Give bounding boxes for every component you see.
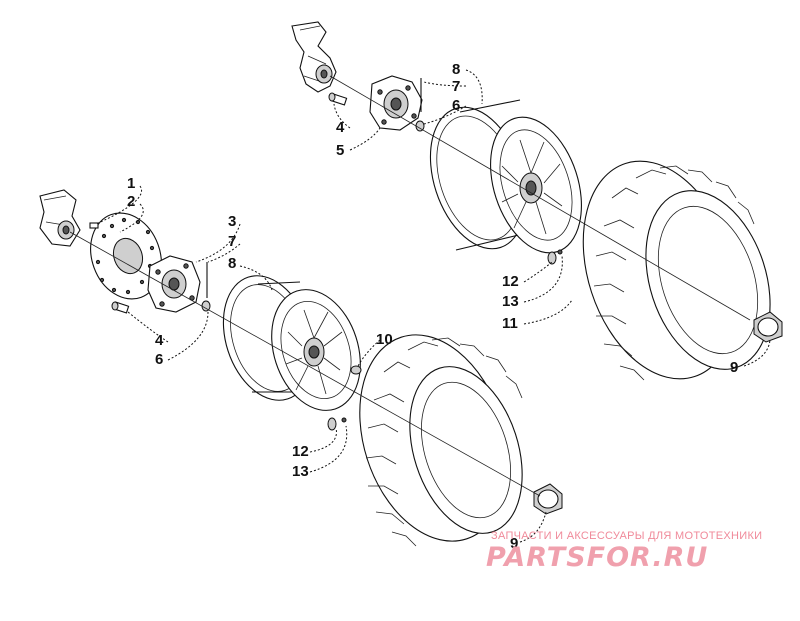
watermark-tagline: ЗАПЧАСТИ И АКСЕССУАРЫ ДЛЯ МОТОТЕХНИКИ xyxy=(491,530,763,542)
leader-lines xyxy=(95,69,771,543)
callout-7-lower: 7 xyxy=(228,233,236,250)
lower-hub-cap xyxy=(533,483,563,515)
callout-6-upper: 6 xyxy=(452,97,460,114)
lower-knuckle xyxy=(39,189,81,247)
callout-13-upper: 13 xyxy=(502,293,519,310)
callout-5: 5 xyxy=(336,142,344,159)
lower-disc-bolt xyxy=(89,222,99,229)
callout-3: 3 xyxy=(228,213,236,230)
lower-hub xyxy=(147,255,201,313)
callout-8-lower: 8 xyxy=(228,255,236,272)
callout-6-lower: 6 xyxy=(155,351,163,368)
lower-rim xyxy=(222,275,361,411)
callout-7-upper: 7 xyxy=(452,78,460,95)
upper-valve-stem xyxy=(547,249,563,265)
upper-rim xyxy=(429,99,582,254)
upper-hub xyxy=(369,75,423,131)
callout-4-upper: 4 xyxy=(336,119,345,136)
upper-knuckle xyxy=(291,21,337,93)
callout-11: 11 xyxy=(502,315,518,332)
lower-lug-nut xyxy=(201,300,211,312)
callout-9-lower: 9 xyxy=(510,535,518,552)
assembly-axis-lines xyxy=(69,75,751,497)
callout-13-lower: 13 xyxy=(292,463,309,480)
callout-labels: 1 2 3 7 8 4 6 10 12 13 9 8 7 6 4 5 12 13… xyxy=(127,61,738,552)
callout-12-upper: 12 xyxy=(502,273,519,290)
upper-hub-cap xyxy=(753,311,783,343)
callout-4-lower: 4 xyxy=(155,332,164,349)
lower-valve-10 xyxy=(350,365,362,375)
lower-stud xyxy=(111,301,130,314)
watermark-logo: PARTSFOR.RU xyxy=(486,542,709,573)
lower-brake-disc xyxy=(90,212,162,300)
callout-10: 10 xyxy=(376,331,393,348)
callout-1: 1 xyxy=(127,175,135,192)
upper-tire xyxy=(582,160,771,381)
callout-12-lower: 12 xyxy=(292,443,309,460)
lower-tire xyxy=(359,334,523,547)
callout-2: 2 xyxy=(127,193,135,210)
lower-valve-stem xyxy=(327,417,347,431)
callout-8-upper: 8 xyxy=(452,61,460,78)
callout-9-upper: 9 xyxy=(730,359,738,376)
upper-stud xyxy=(328,92,348,106)
